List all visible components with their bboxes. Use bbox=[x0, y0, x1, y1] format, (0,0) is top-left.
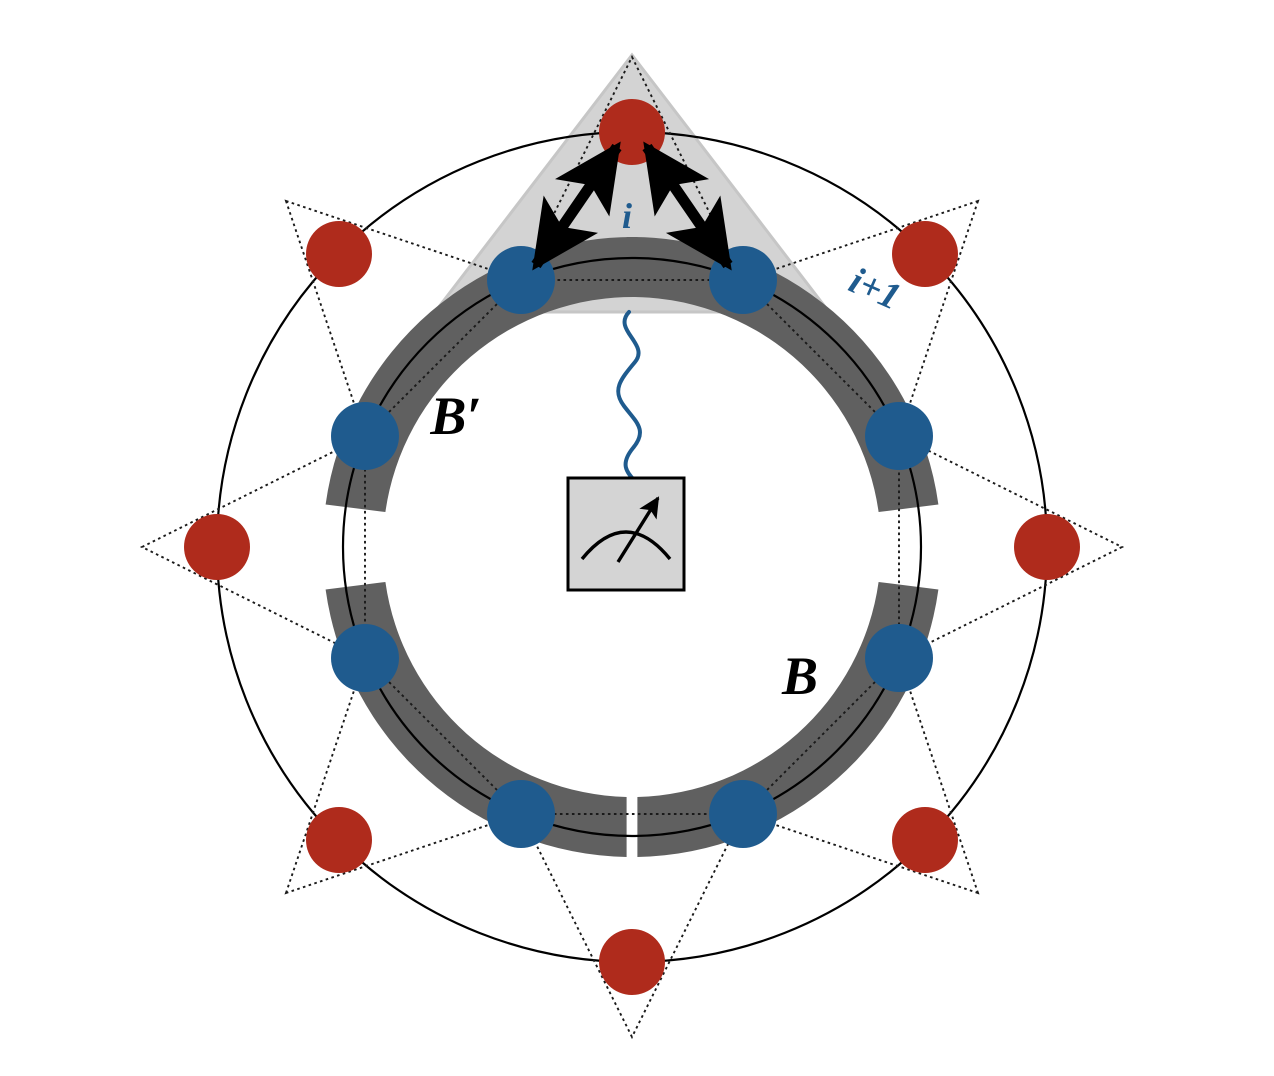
blue-node-4[interactable] bbox=[709, 780, 777, 848]
coupling-arrow-left bbox=[531, 141, 622, 271]
coupling-arrow-right bbox=[642, 141, 733, 271]
ring-band-upper-left bbox=[325, 236, 638, 512]
detector-meter[interactable] bbox=[566, 476, 686, 592]
wavy-signal-line bbox=[616, 310, 642, 484]
ring-band-lower-left bbox=[325, 582, 627, 857]
label-ring-inner-b-prime: B′ bbox=[429, 386, 481, 446]
meter-gauge-arc bbox=[580, 530, 672, 561]
ring-band-lower-right bbox=[637, 582, 939, 857]
coupling-arrow-group bbox=[531, 141, 733, 271]
red-node-1[interactable] bbox=[892, 221, 958, 287]
blue-node-5[interactable] bbox=[487, 780, 555, 848]
blue-node-6[interactable] bbox=[331, 624, 399, 692]
ring-thin-circle bbox=[341, 256, 923, 838]
red-node-7[interactable] bbox=[306, 221, 372, 287]
blue-node-2[interactable] bbox=[865, 402, 933, 470]
red-node-4[interactable] bbox=[599, 929, 665, 995]
ring-band-upper-right bbox=[626, 236, 939, 512]
red-node-6[interactable] bbox=[184, 514, 250, 580]
meter-needle-icon bbox=[616, 496, 660, 563]
dotted-triangle-4 bbox=[519, 813, 745, 1040]
red-node-5[interactable] bbox=[306, 807, 372, 873]
dotted-triangle-2 bbox=[898, 434, 1125, 660]
dotted-triangle-6 bbox=[139, 434, 366, 660]
label-site-i: i bbox=[622, 196, 632, 236]
blue-node-3[interactable] bbox=[865, 624, 933, 692]
label-ring-outer-b: B bbox=[781, 646, 818, 706]
ring-band-group bbox=[325, 236, 939, 857]
red-node-2[interactable] bbox=[1014, 514, 1080, 580]
blue-node-7[interactable] bbox=[331, 402, 399, 470]
red-node-group bbox=[184, 99, 1080, 995]
blue-node-group bbox=[331, 246, 933, 848]
red-node-3[interactable] bbox=[892, 807, 958, 873]
meter-box[interactable] bbox=[566, 476, 686, 592]
